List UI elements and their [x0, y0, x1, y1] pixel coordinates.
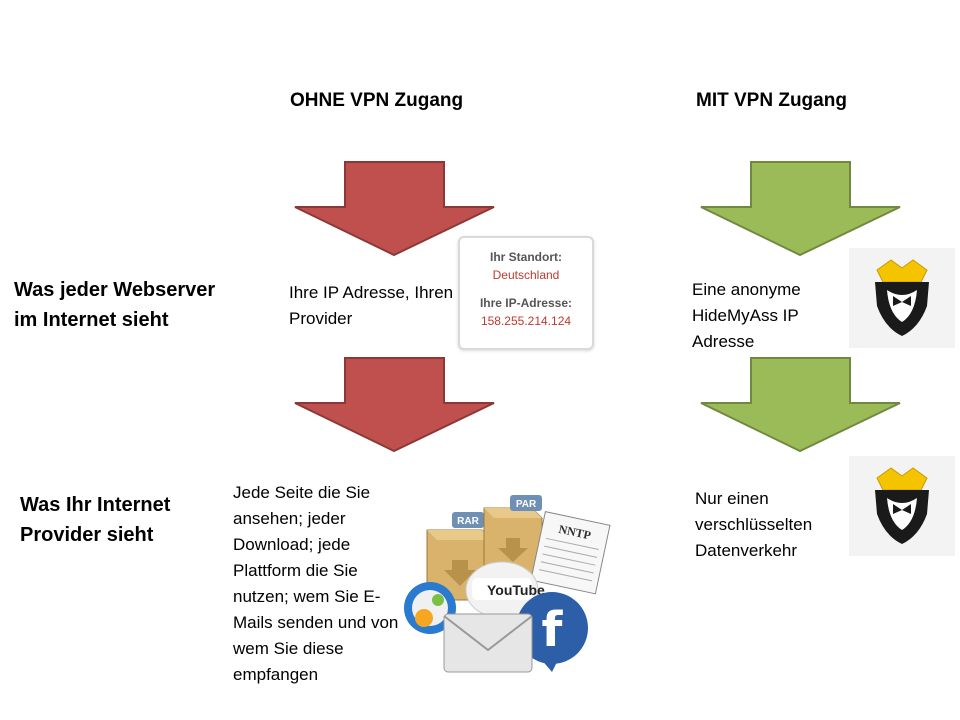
ip-address-label: Ihre IP-Adresse: — [479, 296, 573, 310]
location-value: Deutschland — [492, 268, 560, 282]
red-down-arrow-1 — [294, 161, 495, 257]
location-label: Ihr Standort: — [490, 250, 562, 264]
cell-webserver-with-vpn: Eine anonyme HideMyAss IP Adresse — [692, 280, 801, 351]
row-label-provider: Was Ihr Internet Provider sieht — [20, 494, 171, 546]
column-heading-with-vpn: MIT VPN Zugang — [696, 90, 847, 111]
hidemyass-logo-tile-1 — [849, 248, 955, 348]
par-label: PAR — [516, 499, 537, 510]
green-down-arrow-1 — [700, 161, 901, 257]
rar-label: RAR — [457, 516, 479, 527]
internet-activity-icons: RAR PAR NNTP YouTube f — [404, 495, 611, 673]
hidemyass-logo-icon — [875, 467, 929, 544]
email-envelope-icon — [443, 613, 533, 673]
nntp-label: NNTP — [557, 522, 592, 542]
ip-address-value: 158.255.214.124 — [480, 314, 572, 328]
nntp-newspaper-icon: NNTP — [530, 511, 611, 595]
cell-provider-with-vpn: Nur einen verschlüsselten Datenverkehr — [695, 489, 813, 560]
red-down-arrow-2 — [294, 357, 495, 453]
svg-text:f: f — [542, 602, 564, 658]
cell-webserver-without-vpn: Ihre IP Adresse, Ihren Provider — [289, 283, 454, 328]
row-label-webserver: Was jeder Webserver im Internet sieht — [14, 279, 216, 331]
column-heading-without-vpn: OHNE VPN Zugang — [290, 90, 464, 111]
cell-provider-without-vpn: Jede Seite die Sie ansehen; jeder Downlo… — [233, 483, 399, 684]
hidemyass-logo-icon — [875, 259, 929, 336]
ip-info-box: Ihr Standort: Deutschland Ihre IP-Adress… — [458, 236, 594, 350]
youtube-label: YouTube — [487, 582, 545, 598]
youtube-icon: YouTube — [465, 561, 545, 619]
facebook-icon: f — [516, 592, 588, 672]
messenger-icon — [404, 582, 456, 634]
green-down-arrow-2 — [700, 357, 901, 453]
hidemyass-logo-tile-2 — [849, 456, 955, 556]
